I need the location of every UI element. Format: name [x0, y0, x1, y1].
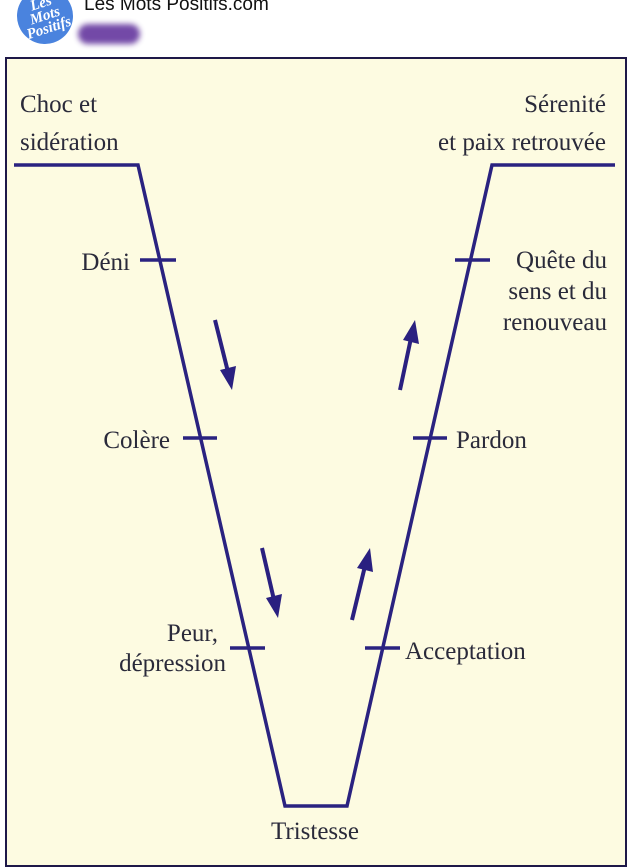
label-tristesse: Tristesse	[271, 818, 359, 845]
label-colere: Colère	[103, 427, 170, 454]
label-start-1: Choc et	[20, 91, 97, 118]
label-deni: Déni	[81, 249, 130, 276]
redacted-text	[78, 24, 140, 44]
arrow-up-icon	[350, 565, 367, 621]
label-end-2: et paix retrouvée	[438, 129, 606, 156]
label-quete-3: renouveau	[503, 309, 608, 336]
label-acceptation: Acceptation	[405, 638, 526, 665]
label-end-1: Sérenité	[524, 91, 606, 118]
label-start-2: sidération	[20, 129, 119, 156]
diagram-frame	[5, 57, 627, 867]
arrow-down-icon	[260, 547, 276, 601]
label-depression: dépression	[119, 650, 226, 677]
v-curve-line	[14, 163, 615, 808]
site-name[interactable]: Les Mots Positifs.com	[84, 0, 269, 15]
arrow-up-icon	[398, 337, 413, 391]
label-pardon: Pardon	[456, 427, 527, 454]
label-quete-2: sens et du	[508, 278, 607, 305]
label-quete-1: Quête du	[516, 247, 607, 274]
curve	[14, 163, 615, 808]
arrow-down-icon	[213, 319, 230, 373]
label-peur: Peur,	[167, 620, 218, 647]
